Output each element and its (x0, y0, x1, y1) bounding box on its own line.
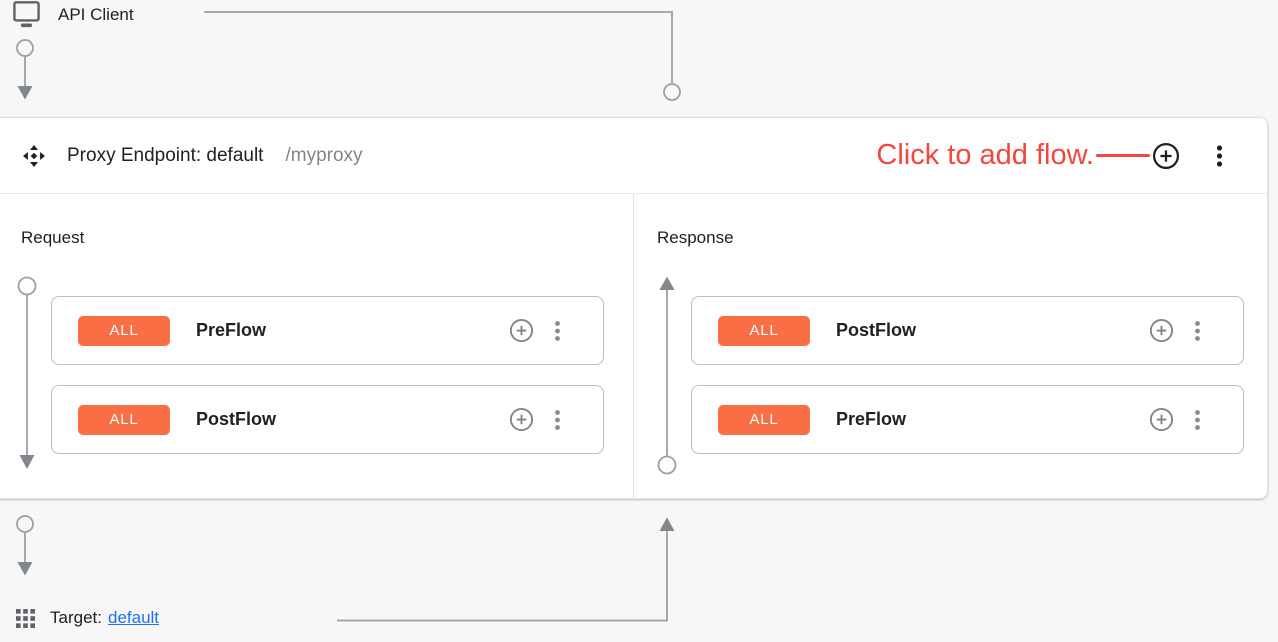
api-client-label: API Client (58, 5, 134, 24)
add-flow-annotation: Click to add flow. (876, 141, 1150, 170)
more-vert-icon (555, 320, 560, 341)
endpoint-menu-button[interactable] (1216, 144, 1223, 168)
condition-badge: ALL (78, 404, 170, 435)
proxy-endpoint-header: Proxy Endpoint: default /myproxy Click t… (0, 118, 1267, 194)
plus-circle-icon (1152, 142, 1180, 169)
condition-badge: ALL (78, 315, 170, 346)
monitor-icon (13, 1, 40, 28)
apps-grid-icon (16, 608, 35, 628)
proxy-endpoint-basepath: /myproxy (285, 144, 363, 166)
annotation-text: Click to add flow. (876, 139, 1094, 171)
request-column-label: Request (21, 228, 85, 247)
proxy-endpoint-panel: Proxy Endpoint: default /myproxy Click t… (0, 117, 1268, 499)
more-vert-icon (555, 409, 560, 430)
flow-card-response-postflow[interactable]: ALL PostFlow (691, 296, 1244, 365)
api-client: API Client (12, 1, 134, 29)
plus-circle-icon (509, 407, 534, 432)
flow-name: PreFlow (836, 409, 907, 429)
arrow-down-icon (17, 86, 33, 100)
request-response-divider (633, 194, 634, 498)
add-policy-button[interactable] (1149, 407, 1174, 432)
add-policy-button[interactable] (509, 407, 534, 432)
target-label: Target: (50, 608, 102, 627)
flow-card-response-preflow[interactable]: ALL PreFlow (691, 385, 1244, 454)
flow-menu-button[interactable] (554, 409, 561, 431)
arrow-down-icon (17, 562, 33, 576)
terminal-circle (16, 39, 34, 57)
flow-name: PostFlow (836, 320, 916, 340)
terminal-circle (16, 515, 34, 533)
proxy-endpoint-title: Proxy Endpoint: default (67, 144, 264, 166)
plus-circle-icon (1149, 318, 1174, 343)
flow-menu-button[interactable] (1194, 409, 1201, 431)
flow-menu-button[interactable] (1194, 320, 1201, 342)
more-vert-icon (1195, 320, 1200, 341)
terminal-circle (663, 83, 681, 101)
more-vert-icon (1216, 144, 1223, 167)
response-column-label: Response (657, 228, 734, 247)
add-flow-button[interactable] (1152, 142, 1180, 170)
add-policy-button[interactable] (1149, 318, 1174, 343)
connector-target-to-response (337, 531, 668, 622)
flow-menu-button[interactable] (554, 320, 561, 342)
arrow-up-icon (659, 517, 675, 531)
flow-name: PostFlow (196, 409, 276, 429)
more-vert-icon (1195, 409, 1200, 430)
condition-badge: ALL (718, 404, 810, 435)
plus-circle-icon (509, 318, 534, 343)
flow-card-request-postflow[interactable]: ALL PostFlow (51, 385, 604, 454)
connector-client-to-proxy (204, 11, 673, 83)
add-policy-button[interactable] (509, 318, 534, 343)
condition-badge: ALL (718, 315, 810, 346)
annotation-pointer-line (1096, 154, 1150, 157)
plus-circle-icon (1149, 407, 1174, 432)
target-default-link[interactable]: default (107, 608, 160, 627)
target-endpoint: Target: default (16, 608, 159, 628)
flow-name: PreFlow (196, 320, 267, 340)
move-icon (23, 144, 45, 167)
flow-card-request-preflow[interactable]: ALL PreFlow (51, 296, 604, 365)
